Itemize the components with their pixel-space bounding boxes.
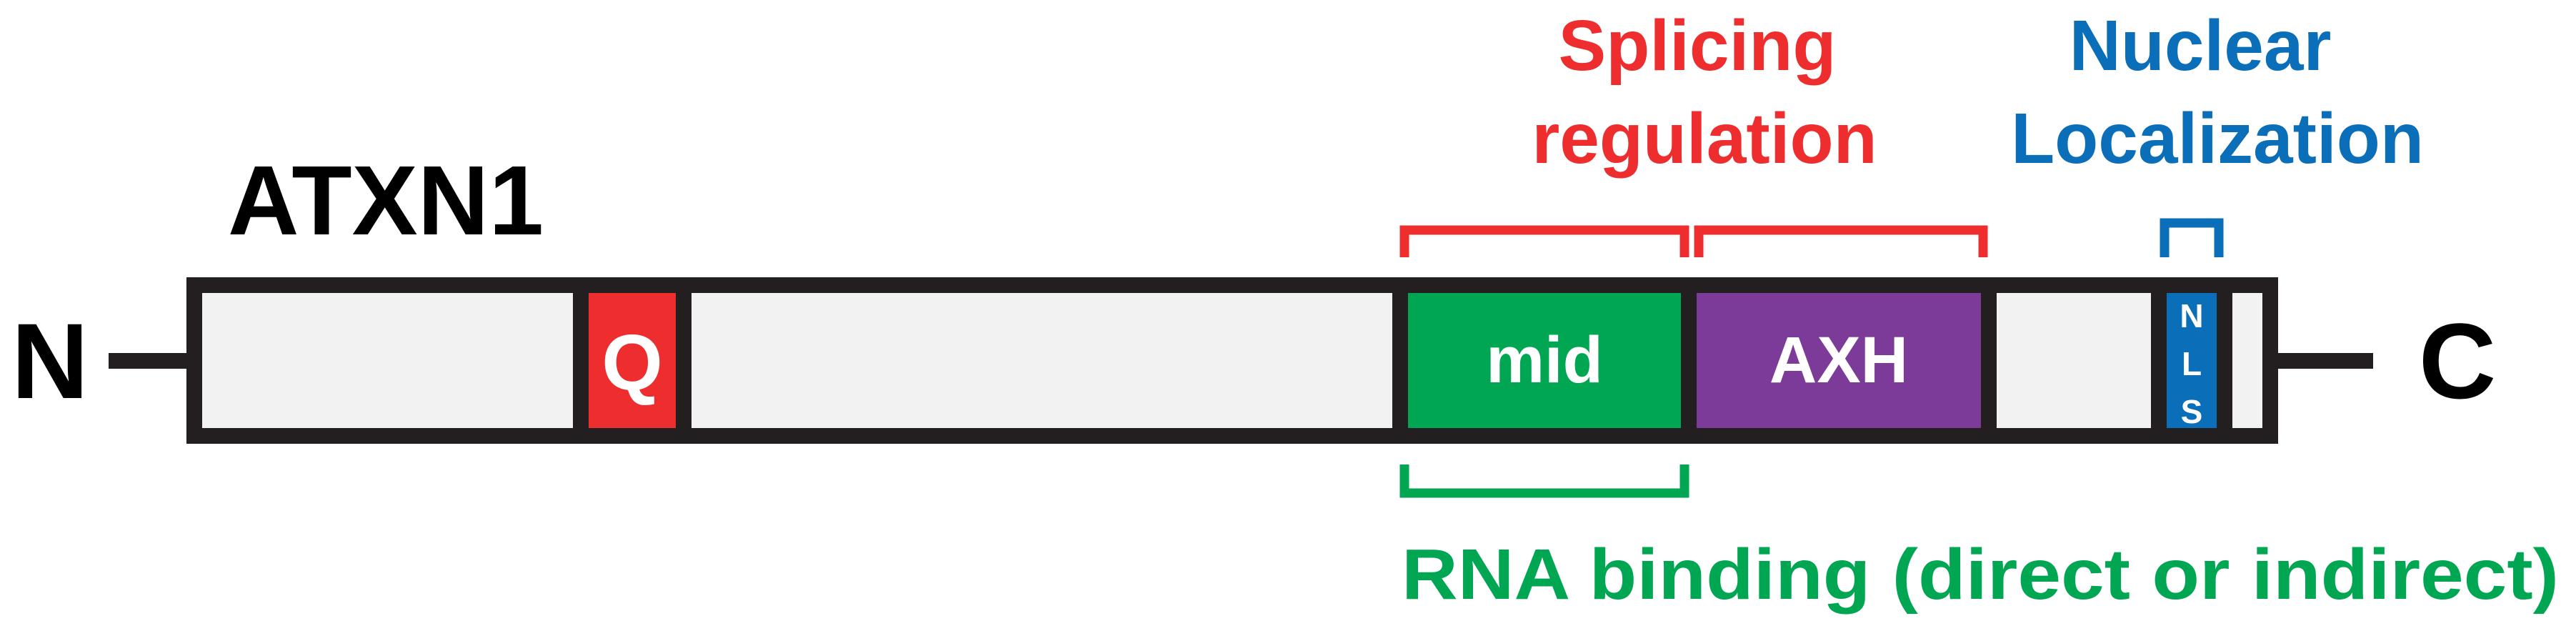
splicing-label-line2: regulation [1532,99,1877,179]
nls-letter-s: S [2181,393,2203,430]
polyq-label: Q [601,319,663,407]
n-terminus-label: N [11,301,89,421]
nls-domain [2151,277,2232,444]
axh-label: AXH [1769,324,1908,397]
mid-domain [1392,277,1697,444]
splicing-bracket-mid [1399,225,1689,257]
polyq-domain [573,277,692,444]
nls-letter-n: N [2180,297,2203,334]
mid-label: mid [1486,324,1603,397]
rna-binding-label: RNA binding (direct or indirect) [1402,535,2559,615]
splicing-label-line1: Splicing [1559,6,1837,86]
c-terminus-label: C [2419,301,2496,421]
rna-binding-bracket [1399,464,1689,498]
splicing-bracket-axh [1694,225,1988,257]
protein-name: ATXN1 [228,146,544,256]
nuclear-label-line1: Nuclear [2070,6,2332,86]
nls-letter-l: L [2182,345,2202,382]
axh-domain [1681,277,1997,444]
nuclear-bracket [2160,218,2224,257]
nuclear-label-line2: Localization [2011,99,2424,179]
